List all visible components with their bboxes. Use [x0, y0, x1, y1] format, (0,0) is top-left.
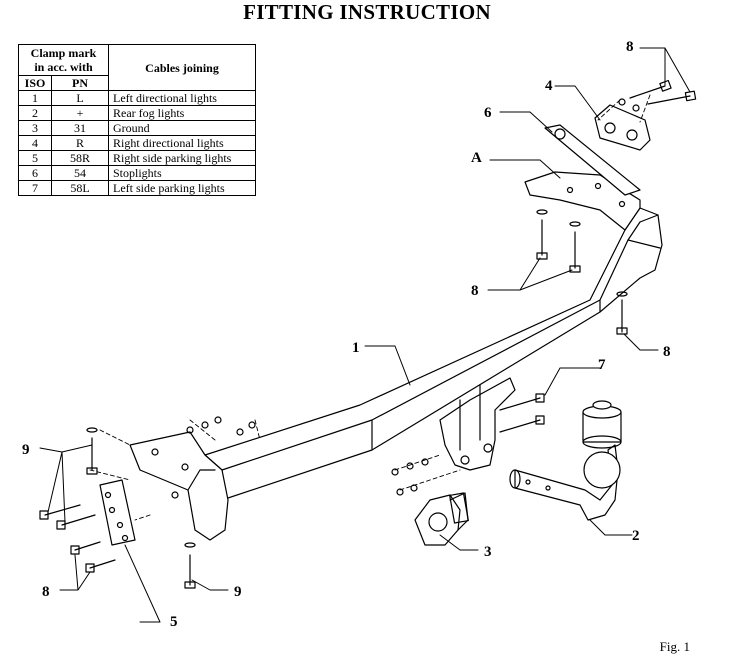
header-cables-joining: Cables joining [108, 44, 256, 91]
table-row: 5 58R Right side parking lights [18, 150, 256, 166]
callout-8-left: 8 [42, 584, 50, 600]
table-subheader-row: ISO PN [18, 75, 256, 91]
callout-8-mid: 8 [471, 283, 479, 299]
cell-pn: 58R [51, 150, 109, 166]
callout-8-right: 8 [663, 344, 671, 360]
table-row: 7 58L Left side parking lights [18, 180, 256, 196]
tow-ball-part [509, 400, 622, 521]
callout-4: 4 [545, 78, 553, 94]
callout-7: 7 [598, 357, 606, 373]
leader-lines [39, 47, 691, 623]
bolt-set-9 [39, 427, 196, 589]
header-clamp-mark: Clamp mark in acc. with [18, 44, 109, 76]
assembly-lines [89, 94, 651, 521]
top-bracket-part [544, 104, 651, 196]
table-row: 2 + Rear fog lights [18, 105, 256, 121]
cell-cable: Right side parking lights [108, 150, 256, 166]
callout-9-bottom: 9 [234, 584, 242, 600]
table-header-row: Clamp mark in acc. with Cables joining [18, 44, 256, 91]
cell-cable: Left side parking lights [108, 180, 256, 196]
callout-1: 1 [352, 340, 360, 356]
bolt-set-8 [70, 79, 697, 573]
bolt-set-7 [499, 393, 545, 433]
callout-9-left: 9 [22, 442, 30, 458]
callout-6: 6 [484, 105, 492, 121]
header-pn: PN [51, 75, 109, 91]
crossbar-part [129, 171, 663, 541]
cell-cable: Left directional lights [108, 90, 256, 106]
cell-pn: 58L [51, 180, 109, 196]
callout-5: 5 [170, 614, 178, 630]
page-title: FITTING INSTRUCTION [243, 0, 491, 24]
washer-nut-stack [186, 416, 429, 496]
figure-label: Fig. 1 [659, 639, 690, 654]
callout-A: A [471, 150, 482, 166]
callout-8-top: 8 [626, 39, 634, 55]
callout-2: 2 [632, 528, 640, 544]
socket-plate-part [414, 492, 469, 546]
callout-3: 3 [484, 544, 492, 560]
cable-legend-table: Clamp mark in acc. with Cables joining I… [18, 44, 256, 196]
clamp-plate-part [99, 479, 136, 546]
cell-cable: Rear fog lights [108, 105, 256, 121]
